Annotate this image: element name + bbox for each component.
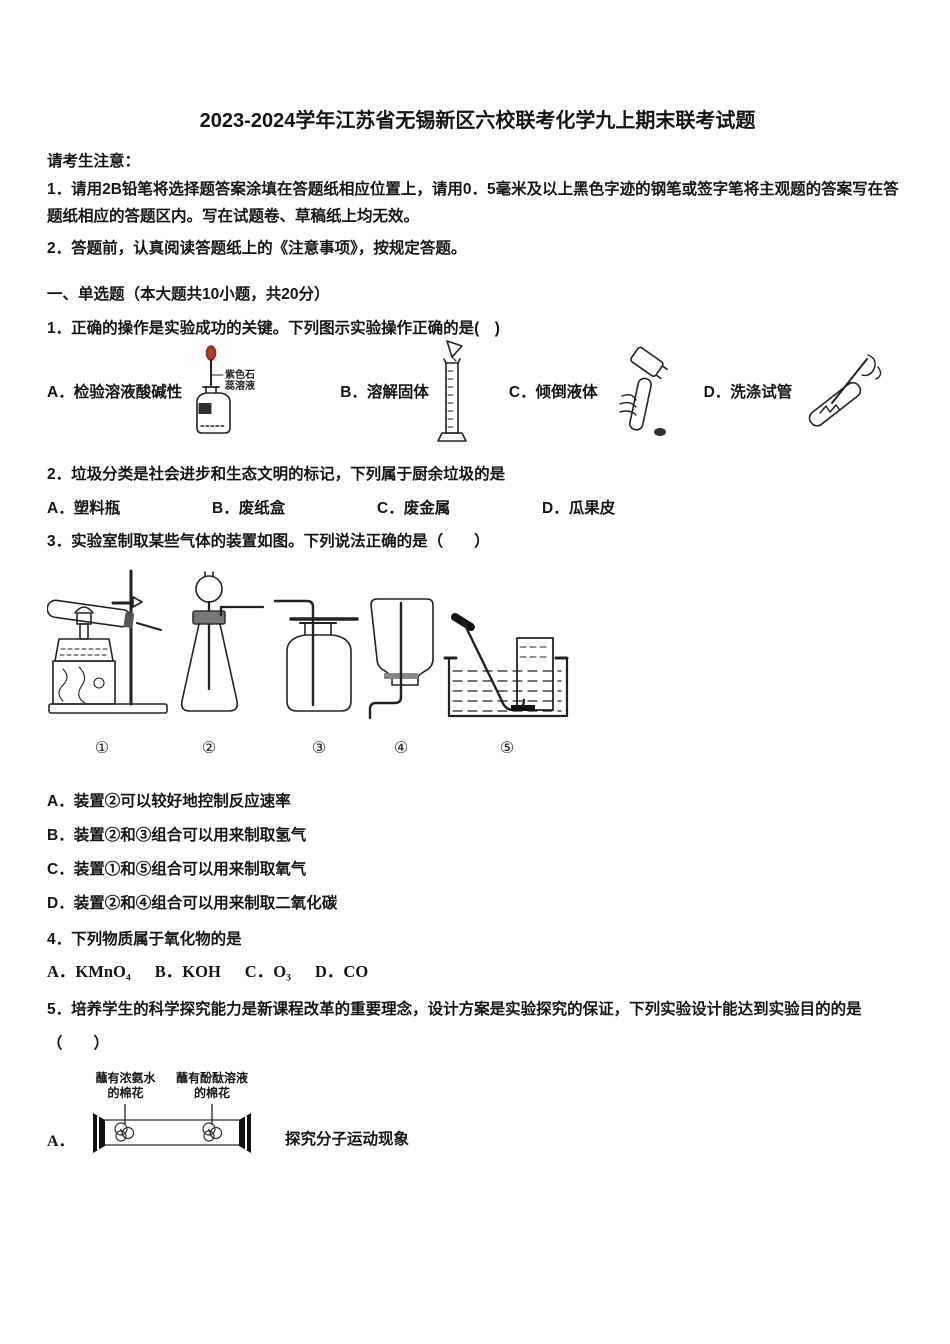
notice-line-1: 1．请用2B铅笔将选择题答案涂填在答题纸相应位置上，请用0．5毫米及以上黑色字迹… bbox=[47, 181, 899, 225]
tube-mouth bbox=[511, 705, 535, 711]
question-2-options: A．塑料瓶 B．废纸盒 C．废金属 D．瓜果皮 bbox=[47, 498, 908, 519]
funnel-bulb bbox=[195, 575, 223, 603]
ammonia-cotton-label: 蘸有浓氨水 的棉花 bbox=[83, 1071, 168, 1101]
q3-option-b: B．装置②和③组合可以用来制取氢气 bbox=[47, 827, 307, 844]
q3-option-c: C．装置①和⑤组合可以用来制取氧气 bbox=[47, 861, 307, 878]
device-label-4: ④ bbox=[394, 740, 408, 757]
device-label-3: ③ bbox=[312, 740, 326, 757]
bottle-cap bbox=[653, 427, 666, 436]
trough bbox=[447, 656, 569, 718]
wood-block bbox=[52, 660, 116, 705]
flask-funnel-device bbox=[180, 571, 265, 712]
bottle-label bbox=[198, 403, 212, 414]
question-5-stem: 5．培养学生的科学探究能力是新课程改革的重要理念，设计方案是实验探究的保证，下列… bbox=[47, 1001, 862, 1052]
q3-option-a: A．装置②可以较好地控制反应速率 bbox=[47, 793, 291, 810]
question-3-stem: 3．实验室制取某些气体的装置如图。下列说法正确的是（ ） bbox=[47, 533, 490, 550]
q4-option-c: C．O₃ bbox=[244, 962, 291, 981]
q1-option-a-label: A．检验溶液酸碱性 bbox=[47, 384, 183, 401]
page-title: 2023-2024学年江苏省无锡新区六校联考化学九上期末联考试题 bbox=[199, 110, 756, 132]
water-trough-device bbox=[443, 613, 569, 718]
q4-option-b: B．KOH bbox=[154, 962, 221, 981]
delivery-tube bbox=[273, 599, 315, 707]
wash-test-tube-figure bbox=[809, 354, 882, 427]
q1-option-b: B．溶解固体 bbox=[340, 339, 475, 443]
question-2-stem: 2．垃圾分类是社会进步和生态文明的标记，下列属于厨余垃圾的是 bbox=[47, 466, 506, 483]
dissolve-solid-figure bbox=[437, 340, 467, 442]
ammonia-cotton-label-line2: 的棉花 bbox=[107, 1086, 144, 1100]
section-heading: 一、单选题（本大题共10小题，共20分） bbox=[47, 286, 330, 303]
q1-option-a: A．检验溶液酸碱性 紫色石 蕊溶液 bbox=[47, 345, 282, 437]
sealed-tube-figure bbox=[93, 1104, 251, 1153]
question-1-stem: 1．正确的操作是实验成功的关键。下列图示实验操作正确的是( ) bbox=[47, 320, 500, 337]
stopper bbox=[192, 610, 226, 625]
q1-option-c: C．倾倒液体 bbox=[509, 344, 680, 439]
ammonia-cotton-label-line1: 蘸有浓氨水 bbox=[95, 1071, 156, 1085]
reagent-bottle bbox=[196, 392, 232, 434]
delivery-tube bbox=[368, 601, 403, 720]
delivery-tube bbox=[461, 619, 526, 712]
q1-option-d-label: D．洗涤试管 bbox=[703, 384, 793, 401]
brush-bristles bbox=[819, 404, 842, 414]
dropper-bulb-icon bbox=[205, 345, 217, 361]
test-tube bbox=[628, 377, 652, 431]
hand-lines bbox=[618, 393, 637, 416]
device-label-5: ⑤ bbox=[500, 740, 514, 757]
q2-option-a: A．塑料瓶 bbox=[47, 500, 121, 517]
collecting-bottle bbox=[370, 598, 434, 686]
gas-apparatus-figure: ① ② ③ ④ ⑤ bbox=[47, 563, 908, 759]
litmus-label-line2: 蕊溶液 bbox=[225, 379, 255, 392]
alcohol-lamp-body bbox=[54, 638, 114, 662]
q1-option-b-label: B．溶解固体 bbox=[340, 384, 429, 401]
device-label-2: ② bbox=[202, 740, 216, 757]
phenolphthalein-cotton-label-line2: 的棉花 bbox=[193, 1086, 230, 1100]
device-label-1: ① bbox=[95, 740, 109, 757]
question-1-options-row: A．检验溶液酸碱性 紫色石 蕊溶液 B．溶解固体 bbox=[47, 340, 908, 442]
inverted-collecting-bottle bbox=[516, 637, 554, 711]
test-tube bbox=[809, 381, 862, 427]
delivery-tube bbox=[219, 605, 265, 617]
q4-option-d: D．CO bbox=[315, 962, 369, 981]
phenolphthalein-cotton-ball bbox=[202, 1122, 223, 1142]
hand-lines bbox=[861, 354, 882, 380]
q3-option-d: D．装置②和④组合可以用来制取二氧化碳 bbox=[47, 895, 338, 912]
brush-handle bbox=[831, 358, 869, 404]
phenolphthalein-cotton-label-line1: 蘸有酚酞溶液 bbox=[175, 1071, 248, 1085]
q1-option-c-label: C．倾倒液体 bbox=[508, 384, 598, 401]
q4-option-a: A．KMnO₄ bbox=[47, 962, 131, 981]
question-4-stem: 4．下列物质属于氧化物的是 bbox=[47, 931, 242, 948]
collecting-bottle bbox=[286, 634, 352, 712]
q5-option-a-letter: A． bbox=[47, 1133, 75, 1150]
notice-line-2: 2．答题前，认真阅读答题纸上的《注意事项》，按规定答题。 bbox=[47, 240, 467, 257]
inverted-bottle-device bbox=[368, 598, 434, 720]
acid-base-test-figure: 紫色石 蕊溶液 bbox=[196, 345, 255, 434]
phenolphthalein-cotton-label: 蘸有酚酞溶液 的棉花 bbox=[162, 1071, 262, 1101]
q5-option-a-row: A． 蘸有浓氨水 的棉花 蘸有酚酞溶液 的棉花 bbox=[47, 1071, 908, 1171]
litmus-label-line1: 紫色石 bbox=[225, 368, 255, 381]
question-4-options: A．KMnO₄ B．KOH C．O₃ D．CO bbox=[47, 961, 908, 983]
alcohol-lamp-handle bbox=[74, 606, 94, 614]
erlenmeyer-flask bbox=[180, 623, 239, 712]
heated-test-tube-device bbox=[47, 569, 168, 714]
ammonia-cotton-ball bbox=[114, 1122, 135, 1142]
stopper bbox=[123, 612, 135, 628]
molecular-motion-figure: 蘸有浓氨水 的棉花 蘸有酚酞溶液 的棉花 bbox=[91, 1071, 259, 1171]
question-3-options: A．装置②可以较好地控制反应速率 B．装置②和③组合可以用来制取氢气 C．装置①… bbox=[47, 791, 908, 914]
gas-bottle-device bbox=[273, 599, 359, 712]
q5-option-a-description: 探究分子运动现象 bbox=[285, 1131, 410, 1148]
pour-liquid-figure bbox=[618, 346, 668, 436]
notice-heading: 请考生注意： bbox=[47, 153, 141, 170]
q2-option-c: C．废金属 bbox=[377, 500, 451, 517]
q1-option-d: D．洗涤试管 bbox=[704, 347, 888, 435]
q2-option-b: B．废纸盒 bbox=[212, 500, 286, 517]
q2-option-d: D．瓜果皮 bbox=[542, 500, 616, 517]
graduated-cylinder bbox=[445, 362, 459, 434]
pouring-bottle bbox=[629, 346, 664, 377]
